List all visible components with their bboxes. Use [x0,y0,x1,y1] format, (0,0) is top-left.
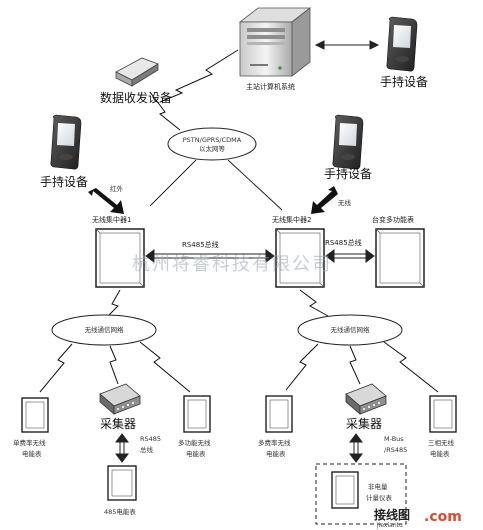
meter-multirate-label-1: 多费率无线 [258,438,291,447]
wireless-link-icon [383,341,439,393]
multifunction-meter-device [375,228,425,288]
handheld-right-label: 手持设备 [324,166,372,181]
infrared-label: 红外 [110,184,124,193]
meter-single-label-1: 单费率无线 [13,438,46,447]
network-label-line2: 以太网等 [199,144,226,153]
concentrator2-label: 无线集中器2 [272,215,311,224]
handheld-device-icon [386,16,418,72]
site-logo: 接线图 jiexiantu .com [374,507,462,529]
collector-right-label: 采集器 [346,416,382,431]
meter-multifunc-label-1: 多功能无线 [178,438,211,447]
watermark-text: 杭州将睿科技有限公司 [132,254,332,275]
meter-single-label-2: 电能表 [22,449,42,458]
rs485-vertical-arrow-icon [115,433,129,463]
data-transceiver-label: 数据收发设备 [100,90,172,105]
collector-left-label: 采集器 [100,416,136,431]
server-icon [238,7,312,77]
network-link-line [227,159,283,211]
wireless-network-left [51,314,157,346]
rs485-meter-device [107,465,137,501]
rs485-bus-right-label: RS485总线 [325,238,362,247]
wireless-link-icon [349,345,361,385]
wireless-net-right-label: 无线通信网络 [331,325,371,334]
network-link-line [149,159,197,207]
rs485-bus-arrow-icon [145,249,275,263]
mbus-vertical-arrow-icon [349,433,363,463]
network-label-line1: PSTN/GPRS/CDMA [183,136,242,144]
mbus-label-1: M-Bus [384,435,404,443]
meter-3phase-label-2: 电能表 [430,449,450,458]
wireless-link-icon [159,49,239,103]
infrared-arrow-icon [88,188,124,214]
multi-rate-meter-device [265,395,293,433]
public-network-cloud [167,127,257,161]
svg-text:.com: .com [424,509,462,525]
concentrator1-device [95,228,145,288]
concentrator2-device [275,228,325,288]
meter-multifunc-label-2: 电能表 [186,449,206,458]
wireless-arrow-icon [311,186,338,214]
multifunction-meter-label: 台变多功能表 [372,215,414,224]
wireless-link-icon [285,343,319,391]
handheld-left-label: 手持设备 [40,174,88,189]
three-phase-meter-device [429,395,457,433]
svg-text:jiexiantu: jiexiantu [376,522,403,529]
rs485-bus-left-label: RS485总线 [182,240,219,249]
wireless-link-icon [105,289,121,319]
multifunction-wireless-meter-device [183,395,211,433]
handheld-top-label: 手持设备 [380,74,428,89]
meter-485-label: 485电能表 [104,507,136,516]
wireless-link-icon [109,345,119,385]
wireless-label: 无线 [338,198,352,207]
meter-multirate-label-2: 电能表 [266,449,286,458]
meter-3phase-label-1: 三相无线 [428,438,455,447]
svg-text:接线图: 接线图 [374,507,410,522]
non-electric-meter-device [331,471,359,509]
rs485-left-label-1: RS485 [140,435,161,443]
wireless-link-icon [139,341,191,393]
bidirectional-arrow-icon [314,40,380,50]
collector-device-icon [345,383,387,415]
handheld-device-icon [50,114,82,170]
meter-nonelec-label-2: 计量仪表 [366,493,393,502]
wireless-link-icon [299,289,329,317]
main-station-label: 主站计算机系统 [246,82,295,91]
single-rate-meter-device [21,397,49,433]
data-transceiver-icon [115,57,159,87]
non-electric-meter-group [315,463,407,525]
handheld-device-icon [332,114,364,170]
rs485-left-label-2: 总线 [140,445,154,454]
meter-nonelec-label-1: 非电量 [368,482,388,491]
wireless-net-left-label: 无线通信网络 [85,325,125,334]
wireless-link-icon [149,91,181,131]
rs485-bus-arrow-icon [325,249,375,263]
collector-device-icon [99,383,141,415]
wireless-link-icon [39,343,73,393]
mbus-label-2: /RS485 [384,446,407,454]
concentrator1-label: 无线集中器1 [92,215,131,224]
wireless-network-right [297,314,403,346]
